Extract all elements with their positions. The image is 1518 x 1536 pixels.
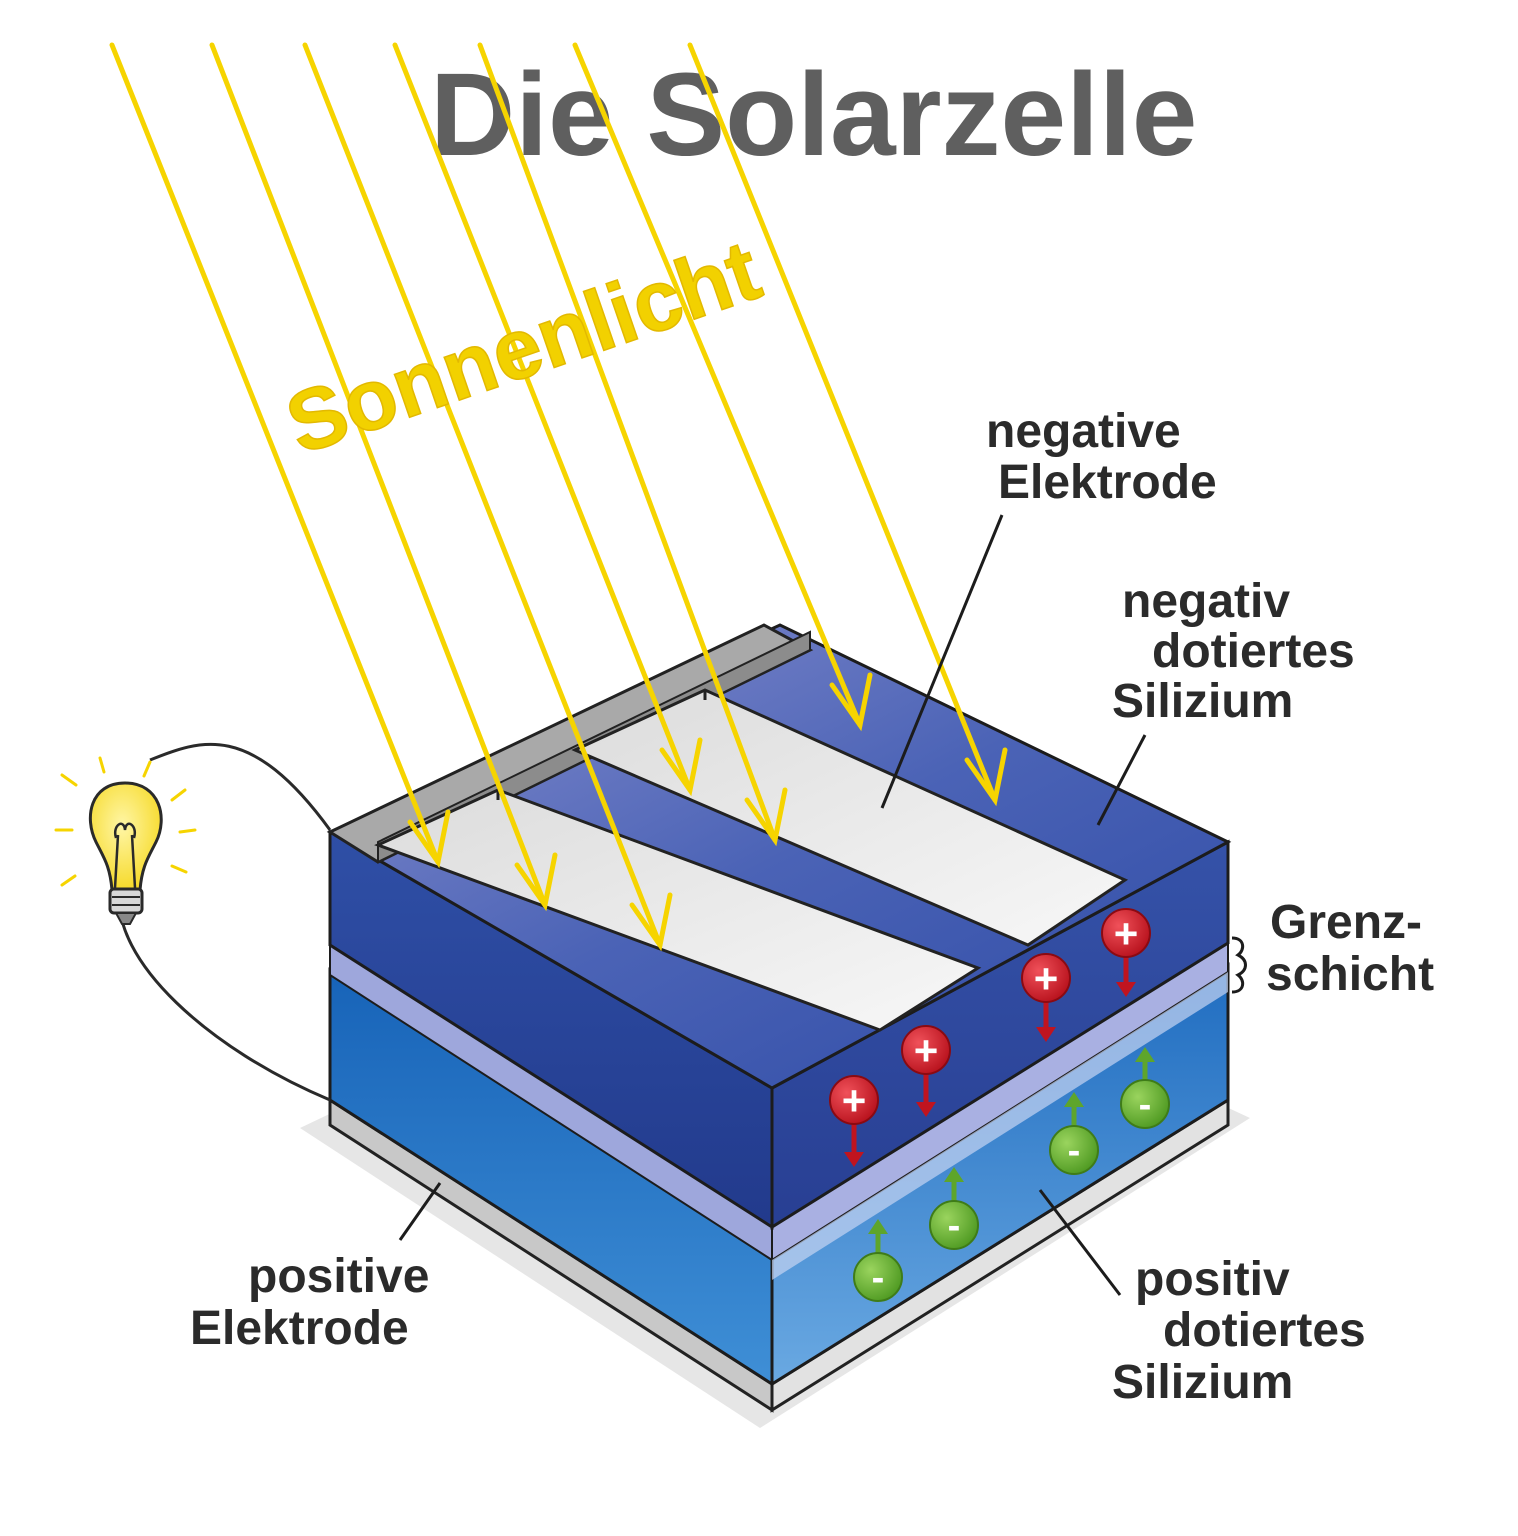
negative-charge: - [1120, 1047, 1170, 1129]
negative-charge: - [1049, 1092, 1099, 1175]
leader-positive-electrode [398, 1182, 442, 1241]
minus-sign: - [1068, 1130, 1081, 1172]
sunlight-rays [109, 42, 1008, 952]
label-line: Elektrode [998, 456, 1217, 509]
leader-p-silicon [1038, 1189, 1122, 1296]
label-n-silicon: negativ dotiertes Silizium [1112, 575, 1355, 728]
junction-glow [772, 972, 1228, 1280]
label-line: Grenz- [1270, 896, 1422, 949]
wire-bottom [117, 889, 331, 1102]
positive-charge: + [901, 1025, 951, 1117]
leader-n-silicon [1096, 734, 1147, 826]
label-line: dotiertes [1163, 1304, 1366, 1357]
plus-sign: + [914, 1027, 939, 1074]
positive-electrode-plate [328, 1097, 1230, 1413]
positive-charges: + + + + [829, 908, 1151, 1167]
label-line: Elektrode [190, 1302, 409, 1355]
label-line: Silizium [1112, 675, 1293, 728]
label-line: negative [986, 405, 1181, 458]
leader-lines [398, 514, 1247, 1296]
light-bulb-icon [54, 756, 197, 925]
wire-top [149, 742, 332, 831]
label-line: positiv [1135, 1253, 1290, 1306]
negative-charge: - [853, 1219, 903, 1302]
title: Die Solarzelle [430, 49, 1197, 181]
plus-sign: + [1114, 910, 1139, 957]
label-junction: Grenz- schicht [1266, 896, 1434, 1001]
label-line: dotiertes [1152, 625, 1355, 678]
label-p-silicon: positiv dotiertes Silizium [1112, 1253, 1366, 1409]
label-line: negativ [1122, 575, 1290, 628]
label-positive-electrode: positive Elektrode [190, 1250, 429, 1355]
label-line: schicht [1266, 948, 1434, 1001]
sunlight-label: Sonnenlicht [275, 222, 772, 473]
negative-charges: - - - - [853, 1047, 1170, 1302]
negative-charge: - [929, 1167, 979, 1250]
positive-charge: + [829, 1075, 879, 1167]
minus-sign: - [948, 1205, 961, 1247]
plus-sign: + [1034, 955, 1059, 1002]
leader-negative-electrode [880, 514, 1004, 809]
label-line: Silizium [1112, 1356, 1293, 1409]
minus-sign: - [872, 1257, 885, 1299]
label-line: positive [248, 1250, 429, 1303]
positive-charge: + [1021, 953, 1071, 1042]
label-negative-electrode: negative Elektrode [986, 405, 1217, 509]
positive-charge: + [1101, 908, 1151, 997]
minus-sign: - [1139, 1084, 1152, 1126]
plus-sign: + [842, 1077, 867, 1124]
negative-electrode-comb [326, 623, 1129, 1032]
brace-junction [1231, 936, 1247, 994]
